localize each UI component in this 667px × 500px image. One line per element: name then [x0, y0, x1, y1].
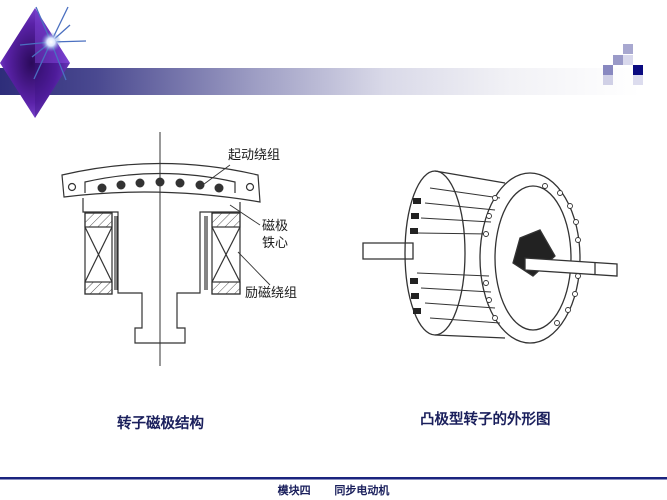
- footer-title: 同步电动机: [334, 484, 390, 497]
- pole-core-label-1: 磁极: [262, 219, 289, 234]
- footer-divider-thin: [0, 479, 667, 480]
- right-figure-caption: 凸极型转子的外形图: [420, 412, 551, 428]
- left-figure-caption: 转子磁极结构: [117, 416, 204, 432]
- footer-module: 模块四: [277, 484, 311, 497]
- salient-pole-rotor-illustration: [355, 158, 625, 348]
- field-winding-label: 励磁绕组: [245, 286, 298, 301]
- rotor-pole-diagram: 起动绕组 磁极 铁心 励磁绕组: [50, 130, 350, 370]
- diamond-star-icon: [0, 5, 90, 120]
- header-gradient-bar: [0, 68, 640, 95]
- footer-divider: [0, 477, 667, 479]
- pole-core-label-2: 铁心: [262, 236, 289, 251]
- footer: 模块四 同步电动机: [0, 482, 667, 498]
- start-winding-label: 起动绕组: [228, 148, 281, 163]
